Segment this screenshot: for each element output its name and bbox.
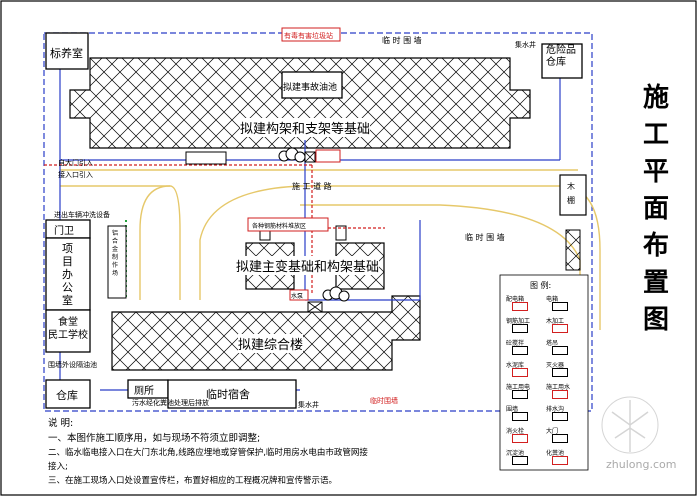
foundation-mid-label: 拟建主变基础和构架基础 bbox=[236, 256, 380, 275]
well-top-label: 集水井 bbox=[515, 41, 536, 49]
legend-symbol-icon bbox=[552, 302, 568, 311]
oil-pool-label: 拟建事故油池 bbox=[283, 83, 338, 93]
legend-item-label: 消火栓 bbox=[506, 428, 525, 435]
legend-symbol-icon bbox=[552, 324, 568, 333]
legend-item-label: 塔吊 bbox=[546, 340, 559, 347]
hazmat-store-label: 危险品 仓库 bbox=[546, 45, 576, 68]
legend-item-label: 电箱 bbox=[546, 296, 559, 303]
legend-symbol-icon bbox=[552, 390, 568, 399]
entrance-left-label: 自大门引入 bbox=[58, 159, 93, 167]
toilet-label: 厕所 bbox=[134, 386, 154, 397]
fence-bottom-label: 临时围墙 bbox=[370, 397, 398, 405]
legend-symbol-icon bbox=[512, 412, 528, 421]
legend-symbol-icon bbox=[512, 368, 528, 377]
legend-item-label: 砼搅拌 bbox=[506, 340, 525, 347]
legend-symbol-icon bbox=[512, 434, 528, 443]
sewage-left-label: 围墙外设隔油池 bbox=[48, 361, 97, 369]
notes-line-4: 三、在施工现场入口处设置宣传栏，布置好相应的工程概况牌和宣传警示语。 bbox=[48, 476, 338, 486]
foundation-top-label: 拟建构架和支架等基础 bbox=[240, 118, 371, 137]
legend-symbol-icon bbox=[552, 368, 568, 377]
fence-right-label: 临 时 围 墙 bbox=[465, 233, 505, 242]
legend-symbol-icon bbox=[512, 456, 528, 465]
warehouse-label: 仓库 bbox=[56, 389, 78, 402]
guard-label: 门卫 bbox=[54, 226, 74, 237]
tree-cluster-mid bbox=[322, 286, 350, 302]
legend-item-label: 沉淀池 bbox=[506, 450, 525, 457]
office-label: 项 目 办 公 室 bbox=[62, 242, 73, 307]
notes-line-2: 二、临水临电接入口在大门东北角,线路应埋地或穿管保护,临时用房水电由市政管网接 bbox=[48, 448, 368, 458]
legend-symbol-icon bbox=[552, 346, 568, 355]
pump-mid-label: 水泵 bbox=[291, 293, 304, 300]
legend-item-label: 施工用电 bbox=[506, 384, 531, 391]
dorm-label: 临时宿舍 bbox=[206, 388, 250, 401]
power-lines bbox=[44, 164, 385, 295]
canteen-label: 食堂 民工学校 bbox=[48, 317, 88, 341]
standard-room-label: 标养室 bbox=[50, 47, 83, 60]
foundation-top-area bbox=[69, 57, 531, 149]
legend-frame bbox=[499, 274, 589, 471]
legend-item-label: 钢筋加工 bbox=[506, 318, 531, 325]
legend-symbol-icon bbox=[552, 456, 568, 465]
legend-symbol-icon bbox=[512, 346, 528, 355]
drawing-title: 施工平面布置图 bbox=[642, 83, 669, 335]
legend-item-label: 大门 bbox=[546, 428, 559, 435]
road-name-label: 施 工 道 路 bbox=[292, 182, 332, 191]
legend-item-label: 配电箱 bbox=[506, 296, 525, 303]
legend-item-label: 排水沟 bbox=[546, 406, 565, 413]
watermark-text: zhulong.com bbox=[606, 458, 677, 471]
comprehensive-label: 拟建综合楼 bbox=[238, 334, 304, 353]
fence-top-label: 临 时 围 墙 bbox=[382, 36, 422, 45]
site-road bbox=[60, 169, 601, 330]
wood-yard-label: 木 棚 bbox=[567, 182, 575, 205]
legend-item-label: 化粪池 bbox=[546, 450, 565, 457]
legend-item-label: 木加工 bbox=[546, 318, 565, 325]
legend-symbol-icon bbox=[512, 324, 528, 333]
legend-item-label: 施工用水 bbox=[546, 384, 571, 391]
legend-item-label: 水泥库 bbox=[506, 362, 525, 369]
notes-line-1: 一、本图作施工顺序用，如与现场不符须立即调整; bbox=[48, 433, 261, 444]
legend-symbol-icon bbox=[512, 302, 528, 311]
legend-item-label: 灭火器 bbox=[546, 362, 565, 369]
legend-symbol-icon bbox=[552, 434, 568, 443]
legend-symbol-icon bbox=[512, 390, 528, 399]
comprehensive-area bbox=[111, 295, 421, 371]
garbage-station-label: 有毒有害垃圾站 bbox=[284, 32, 333, 40]
legend-symbol-icon bbox=[552, 412, 568, 421]
watermark-logo bbox=[601, 396, 659, 454]
material-area-label: 各种钢筋材料堆放区 bbox=[252, 223, 307, 230]
legend-heading: 图 例: bbox=[530, 281, 552, 290]
sewage-bottom-label: 污水经化粪池处理后排放 bbox=[132, 399, 209, 407]
notes-heading: 说 明: bbox=[48, 418, 74, 429]
car-wash-label: 进出车辆冲洗设备 bbox=[54, 211, 110, 219]
legend-item-label: 围墙 bbox=[506, 406, 519, 413]
water-left-label: 接入口引入 bbox=[58, 171, 93, 179]
notes-line-3: 接入; bbox=[48, 462, 68, 472]
steel-yard-label: 铝 合 金 制 作 场 bbox=[112, 230, 119, 277]
tree-cluster-top bbox=[278, 147, 306, 163]
well-bottom-label: 集水井 bbox=[298, 401, 319, 409]
